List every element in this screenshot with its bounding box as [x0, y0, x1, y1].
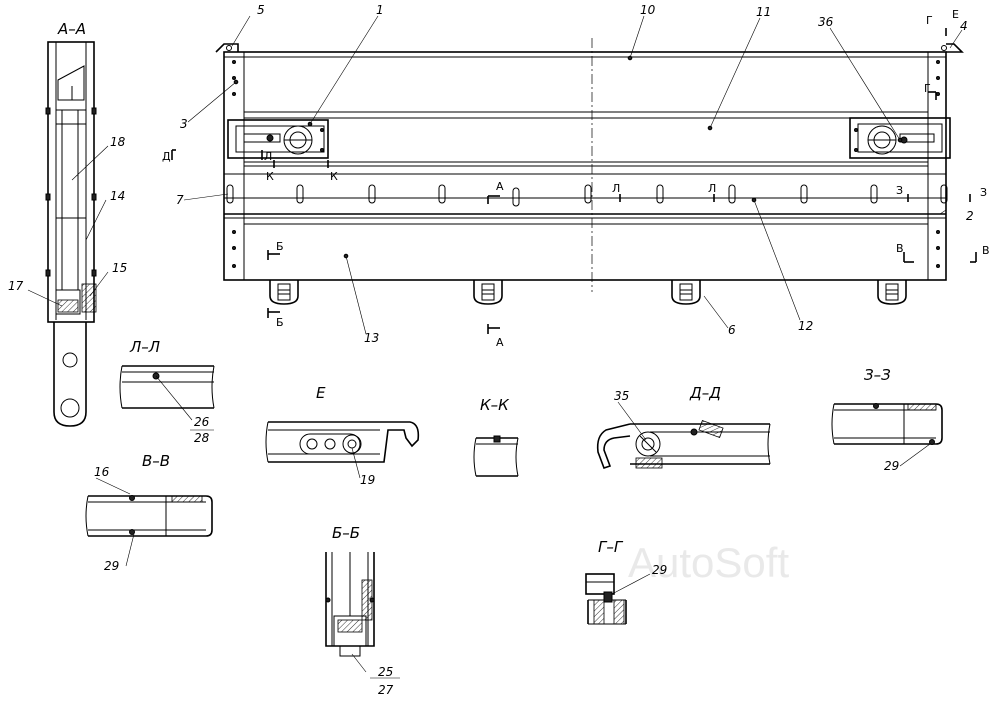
cut-mark-z-right: З	[980, 186, 987, 199]
cut-mark-e-top: Е	[952, 8, 959, 21]
callout-19: 19	[360, 473, 375, 487]
cut-mark-v-left: В	[896, 242, 904, 255]
section-g-g: Г–Г 29	[585, 538, 667, 625]
callout-27: 27	[378, 683, 394, 697]
cut-mark-g-top: Г	[926, 14, 933, 27]
callout-16: 16	[94, 465, 110, 479]
section-l-l: Л–Л 26 28	[119, 338, 215, 445]
section-title-v-v: В–В	[142, 452, 170, 470]
cut-mark-z-left: З	[896, 184, 903, 197]
watermark-text: AutoSoft	[628, 539, 789, 586]
cut-mark-a-bottom: А	[496, 336, 504, 349]
cut-mark-l-top: Л	[264, 150, 272, 163]
section-title-d-d: Д–Д	[689, 384, 721, 402]
callout-13: 13	[364, 331, 379, 345]
section-title-k-k: К–К	[480, 396, 510, 414]
slot-row	[226, 184, 948, 207]
section-k-k: К–К	[473, 396, 519, 477]
callout-12: 12	[798, 319, 813, 333]
callout-29-z: 29	[884, 459, 899, 473]
callout-25: 25	[378, 665, 393, 679]
cut-mark-v-right: В	[982, 244, 990, 257]
cut-mark-d-left: Д	[162, 150, 171, 163]
callout-3: 3	[180, 117, 188, 131]
callout-17: 17	[8, 279, 24, 293]
callout-29-v: 29	[104, 559, 119, 573]
callout-36: 36	[818, 15, 834, 29]
callout-6: 6	[728, 323, 736, 337]
section-d-d: Д–Д 35	[596, 384, 771, 470]
section-title-a-a: А–А	[57, 20, 86, 38]
cut-mark-g-mid: Г	[924, 82, 931, 95]
section-title-b-b: Б–Б	[332, 524, 360, 542]
callout-18: 18	[110, 135, 126, 149]
cut-mark-l-right: Л	[708, 182, 716, 195]
view-e: Е 19	[265, 384, 420, 487]
callout-15: 15	[112, 261, 127, 275]
callout-10: 10	[640, 3, 656, 17]
callout-28: 28	[194, 431, 210, 445]
callout-4: 4	[960, 19, 968, 33]
right-lock-assembly	[849, 117, 951, 159]
section-title-e: Е	[316, 384, 326, 402]
callout-14: 14	[110, 189, 125, 203]
callout-2: 2	[966, 209, 974, 223]
cut-mark-b-top: Б	[276, 240, 284, 253]
hinge-row	[269, 280, 907, 305]
callout-26: 26	[194, 415, 210, 429]
main-view: 5 1 10 11 36 4 3 7 2 13 6 12 А А Б Б В В…	[162, 3, 990, 349]
callout-1: 1	[376, 3, 384, 17]
section-b-b: Б–Б 25 27	[325, 524, 400, 697]
section-v-v: В–В 16 29	[85, 452, 213, 573]
section-title-z-z: З–З	[864, 366, 891, 384]
callout-35: 35	[614, 389, 629, 403]
cut-mark-b-bottom: Б	[276, 316, 284, 329]
section-a-a: А–А 18 14 15 17	[8, 20, 127, 427]
callout-7: 7	[176, 193, 184, 207]
section-title-l-l: Л–Л	[129, 338, 160, 356]
cut-mark-a-top: А	[496, 180, 504, 193]
callout-11: 11	[756, 5, 771, 19]
cut-mark-k-right: К	[330, 170, 338, 183]
section-z-z: З–З 29	[831, 366, 943, 473]
callout-5: 5	[257, 3, 265, 17]
section-title-g-g: Г–Г	[598, 538, 624, 556]
callout-29-g: 29	[652, 563, 667, 577]
cut-mark-k-left: К	[266, 170, 274, 183]
cut-mark-l-left: Л	[612, 182, 620, 195]
left-lock-assembly	[227, 119, 329, 159]
